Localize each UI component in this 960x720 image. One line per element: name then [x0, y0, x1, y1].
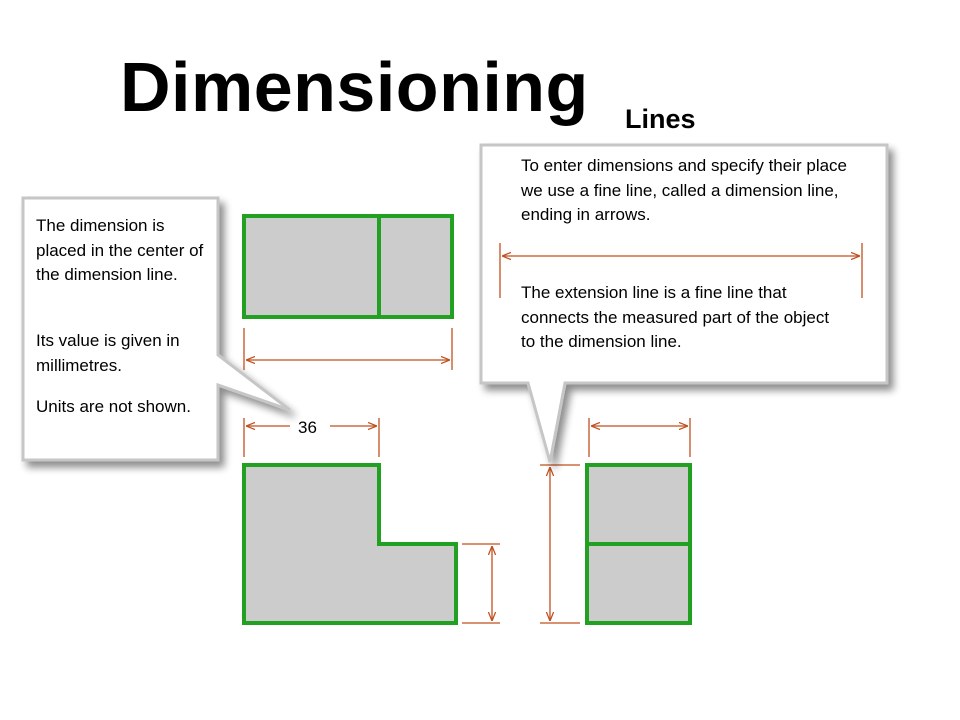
top-view-dimension — [243, 328, 453, 370]
top-view-outline — [242, 214, 454, 319]
slide-subtitle: Lines — [625, 104, 696, 134]
front-view-outline — [242, 463, 458, 625]
right-callout-paragraph-1: To enter dimensions and specify their pl… — [521, 156, 848, 224]
side-view — [585, 463, 692, 625]
overall-height-dimension — [540, 464, 580, 624]
dimension-value-label: 36 — [298, 418, 317, 437]
left-callout-paragraph-3: Units are not shown. — [36, 397, 191, 416]
width-dimension-36 — [243, 418, 380, 457]
right-callout-paragraph-2: The extension line is a fine line that c… — [521, 283, 830, 351]
right-callout-bubble — [479, 143, 889, 463]
left-callout-bubble — [21, 196, 291, 462]
top-view — [242, 214, 454, 319]
left-callout-paragraph-2: Its value is given in millimetres. — [36, 331, 180, 375]
example-dimension-line — [499, 243, 863, 298]
step-height-dimension — [462, 543, 500, 624]
left-callout-paragraph-1: The dimension is placed in the center of… — [36, 216, 204, 284]
side-view-width-dimension — [588, 418, 691, 457]
slide-title: Dimensioning — [120, 48, 589, 126]
